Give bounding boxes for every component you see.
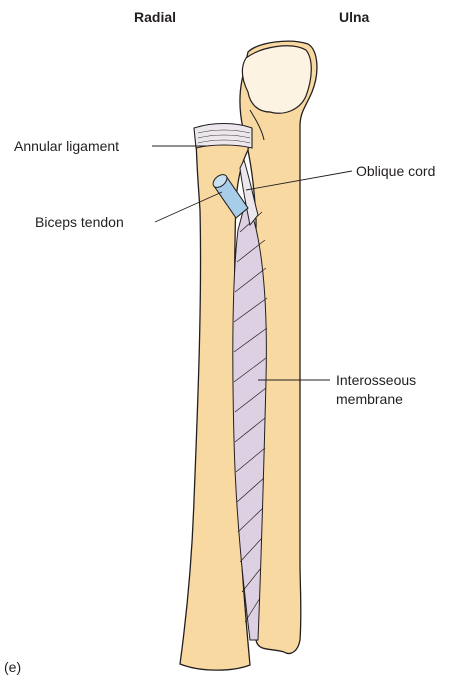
panel-label: (e) — [4, 659, 21, 676]
label-oblique-cord: Oblique cord — [356, 163, 435, 180]
label-annular-ligament: Annular ligament — [14, 138, 119, 155]
label-biceps-tendon: Biceps tendon — [35, 214, 124, 231]
label-interosseous-line2: membrane — [336, 391, 403, 408]
heading-ulna: Ulna — [339, 9, 369, 26]
annular-ligament — [194, 124, 252, 149]
heading-radial: Radial — [134, 9, 176, 26]
ulna-head — [242, 46, 311, 113]
label-interosseous-line1: Interosseous — [336, 372, 416, 389]
